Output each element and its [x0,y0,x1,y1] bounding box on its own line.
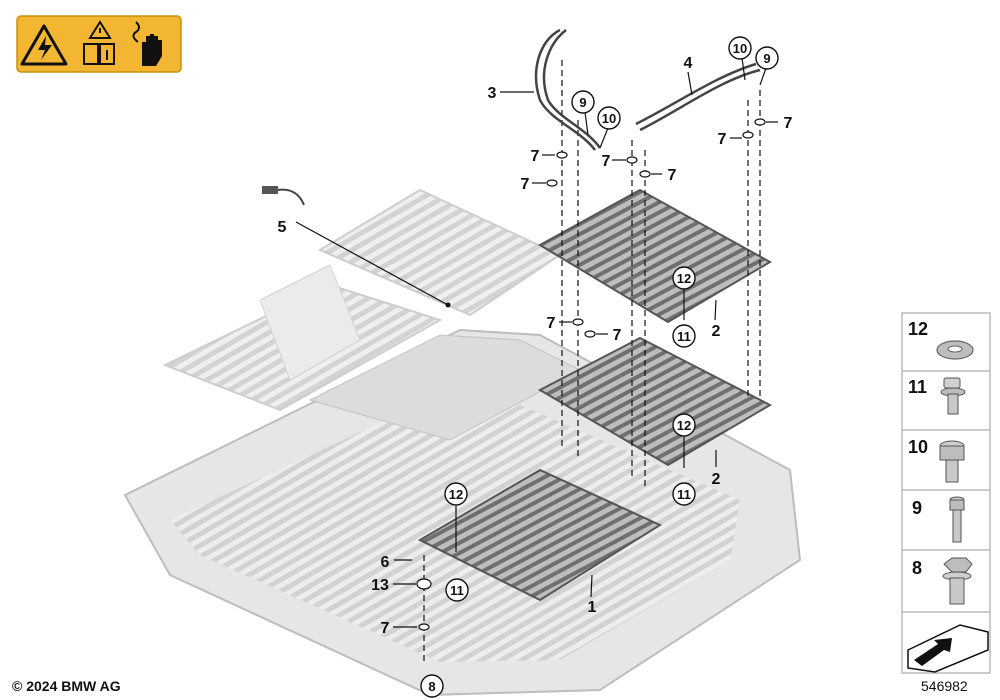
washer-icon [936,340,974,360]
washers [416,118,766,631]
callout-7: 7 [531,148,540,165]
callout-11: 11 [450,583,464,598]
callout-9: 9 [763,51,770,66]
callout-7: 7 [718,131,727,148]
cell-module-upper [537,188,773,324]
direction-arrow-icon [907,624,989,673]
callout-10: 10 [602,111,616,126]
sensor-cable-5 [262,186,451,308]
copyright-text: © 2024 BMW AG [12,678,121,694]
high-voltage-warning-icon [20,24,68,66]
callout-13: 13 [371,577,389,594]
cell-module-middle [537,336,773,467]
callout-10: 10 [733,41,747,56]
callout-7: 7 [784,115,793,132]
callout-2: 2 [712,471,721,488]
callout-2: 2 [712,323,721,340]
callout-7: 7 [668,167,677,184]
callout-11: 11 [677,329,691,344]
callout-5: 5 [278,219,287,236]
callout-7: 7 [547,315,556,332]
callout-12: 12 [677,418,691,433]
leader-lines [393,57,778,628]
legend-number: 8 [912,558,922,578]
legend-number: 11 [908,377,927,397]
callout-labels: 1 2 2 3 4 5 6 7 7 7 7 7 7 7 7 7 13 [278,55,793,637]
callout-12: 12 [449,487,463,502]
legend-number: 10 [908,437,928,457]
diagram-id: 546982 [921,678,968,694]
callout-6: 6 [381,554,390,571]
callout-7: 7 [602,153,611,170]
slim-screw-icon [949,496,965,543]
callout-12: 12 [677,271,691,286]
read-manual-icon [83,20,115,65]
callout-8: 8 [428,679,435,694]
torx-screw-icon [939,440,965,483]
module-stack-ghost [162,188,563,412]
assembly-lines [423,60,761,665]
wiring-harness-3 [534,28,602,151]
cell-module-lower [417,468,663,602]
callout-7: 7 [613,327,622,344]
legend-number: 9 [912,498,922,518]
callout-4: 4 [684,55,693,72]
callout-9: 9 [579,95,586,110]
warning-panel [16,15,182,73]
callout-1: 1 [588,599,597,616]
callout-7: 7 [521,176,530,193]
circled-callouts [420,36,779,698]
callout-11: 11 [677,487,691,502]
collar-screw-icon [940,377,966,415]
wiring-harness-4 [635,62,761,132]
side-legend: 12 11 10 9 8 [901,312,991,674]
legend-number: 12 [908,319,928,339]
circled-callout-labels: 9 10 10 9 12 11 12 11 12 11 8 [428,41,770,694]
hex-bolt-icon [942,557,973,605]
callout-7: 7 [381,620,390,637]
callout-3: 3 [488,85,497,102]
no-touch-hand-icon [132,21,162,66]
